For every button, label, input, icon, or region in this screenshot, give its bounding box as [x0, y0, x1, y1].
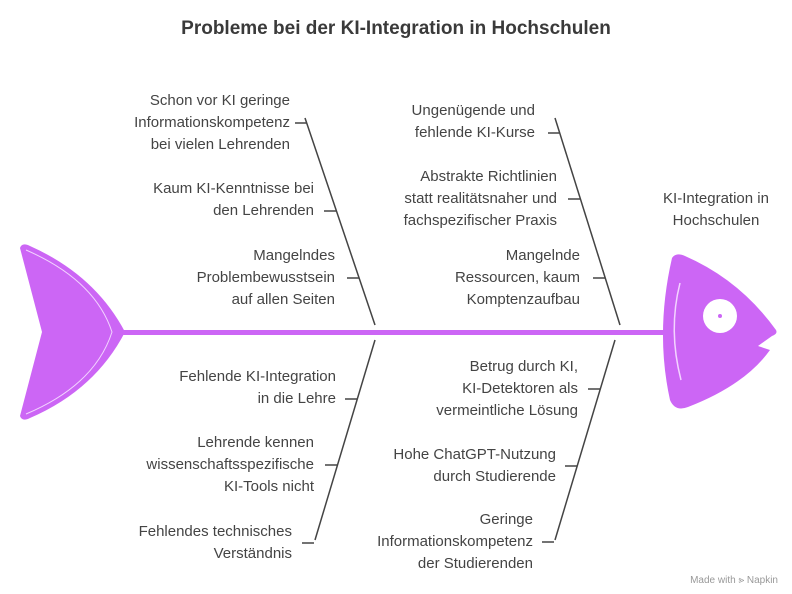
head-highlight [673, 282, 682, 381]
fish-tail [20, 244, 125, 420]
cause-label: Mangelnde Ressourcen, kaum Komptenzaufba… [455, 245, 580, 311]
label-line: Hochschulen [672, 212, 760, 229]
label-line: Schon vor KI geringe [149, 92, 290, 109]
cause-label: Lehrende kennen wissenschaftsspezifische… [146, 432, 314, 498]
label-line: Ungenügende und [411, 102, 535, 119]
bone-lower-right [554, 339, 616, 541]
label-line: in die Lehre [257, 390, 336, 407]
label-line: Informationskompetenz [134, 114, 290, 131]
label-line: Kaum KI-Kenntnisse bei [153, 180, 314, 197]
watermark: Made with ⪢ Napkin [690, 575, 778, 586]
label-line: Lehrende kennen [197, 434, 314, 451]
label-line: auf allen Seiten [231, 291, 335, 308]
label-line: durch Studierende [433, 468, 556, 485]
cause-label: Ungenügende und fehlende KI-Kurse [412, 100, 535, 144]
cause-label: Mangelndes Problembewusstsein auf allen … [197, 245, 335, 311]
label-line: fehlende KI-Kurse [414, 124, 535, 141]
label-line: Komptenzaufbau [466, 291, 580, 308]
cause-label: Betrug durch KI, KI-Detektoren als verme… [436, 356, 578, 422]
label-line: KI-Tools nicht [223, 478, 314, 495]
cause-label: Hohe ChatGPT-Nutzung durch Studierende [393, 444, 556, 488]
effect-label: KI-Integration in Hochschulen [636, 188, 792, 232]
label-line: Fehlende KI-Integration [179, 368, 336, 385]
label-line: vermeintliche Lösung [436, 402, 578, 419]
fish-spine [120, 330, 665, 335]
label-line: Ressourcen, kaum [454, 269, 580, 286]
label-line: Mangelnde [505, 247, 580, 264]
label-line: den Lehrenden [213, 202, 314, 219]
label-line: Geringe [479, 511, 533, 528]
label-line: bei vielen Lehrenden [150, 136, 290, 153]
label-line: fachspezifischer Praxis [403, 212, 557, 229]
label-line: Mangelndes [253, 247, 335, 264]
label-line: Hohe ChatGPT-Nutzung [393, 446, 556, 463]
cause-label: Geringe Informationskompetenz der Studie… [377, 509, 533, 575]
label-line: Betrug durch KI, [469, 358, 578, 375]
cause-label: Fehlende KI-Integration in die Lehre [179, 366, 336, 410]
cause-label: Schon vor KI geringe Informationskompete… [134, 90, 290, 156]
label-line: der Studierenden [417, 555, 533, 572]
label-line: Abstrakte Richtlinien [420, 168, 557, 185]
label-line: Problembewusstsein [196, 269, 335, 286]
bone-lower-left [314, 339, 376, 541]
fish-pupil [718, 314, 722, 318]
bone-upper-right [554, 117, 621, 326]
label-line: KI-Integration in [663, 190, 769, 207]
label-line: Fehlendes technisches [138, 523, 292, 540]
cause-label: Kaum KI-Kenntnisse bei den Lehrenden [153, 178, 314, 222]
label-line: KI-Detektoren als [462, 380, 578, 397]
label-line: Verständnis [213, 545, 292, 562]
tail-highlight [25, 249, 113, 415]
label-line: statt realitätsnaher und [404, 190, 557, 207]
page-title: Probleme bei der KI-Integration in Hochs… [181, 18, 611, 39]
bone-upper-left [304, 117, 376, 326]
cause-label: Fehlendes technisches Verständnis [139, 521, 292, 565]
cause-label: Abstrakte Richtlinien statt realitätsnah… [404, 166, 557, 232]
label-line: Informationskompetenz [377, 533, 533, 550]
label-line: wissenschaftsspezifische [146, 456, 314, 473]
